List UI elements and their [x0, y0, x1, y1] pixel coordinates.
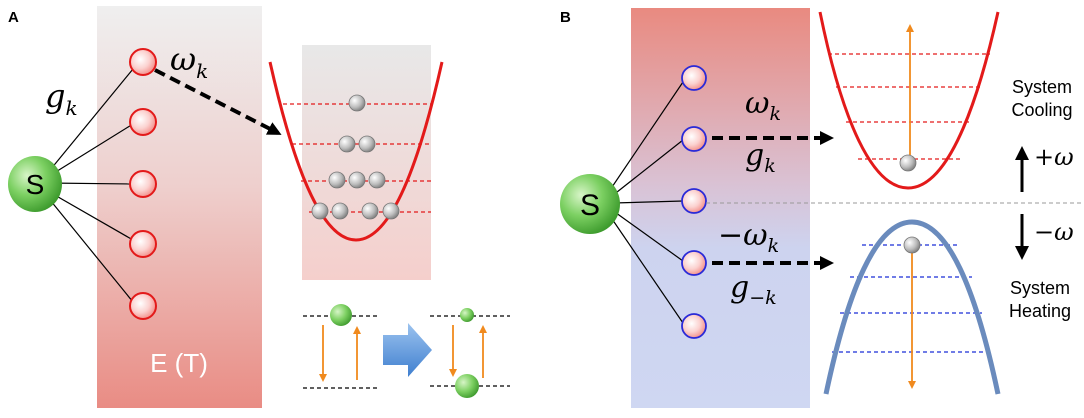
- cooling-label-line2: Cooling: [1011, 100, 1072, 120]
- phonon: [338, 135, 356, 153]
- coupling-lines-b: [609, 81, 684, 324]
- lower-levels: [832, 244, 990, 353]
- oscillator-modes-b: [681, 65, 707, 339]
- upper-phonon: [899, 154, 917, 172]
- oscillator-mode: [681, 313, 707, 339]
- population-ball-small: [460, 308, 474, 322]
- positive-frequency-label: ωk: [745, 86, 781, 125]
- system-node-b: [560, 174, 620, 234]
- positive-coupling-label: gk: [745, 138, 776, 177]
- lower-phonon: [903, 236, 921, 254]
- phonon: [331, 202, 349, 220]
- coupling-label: gk: [45, 77, 78, 120]
- plus-omega-label: +ω: [1034, 143, 1074, 171]
- phonon: [358, 135, 376, 153]
- oscillator-mode: [129, 170, 157, 198]
- oscillator-mode: [129, 48, 157, 76]
- upper-levels: [828, 53, 990, 160]
- cooling-label-line1: System: [1012, 77, 1072, 97]
- potential-box: [302, 45, 431, 280]
- oscillator-mode: [681, 250, 707, 276]
- environment-label: E (T): [150, 348, 208, 378]
- two-level-before: [303, 304, 378, 389]
- negative-frequency-label: −ωk: [718, 218, 779, 257]
- phonon: [361, 202, 379, 220]
- phonon: [382, 202, 400, 220]
- panel-a-label: A: [8, 9, 19, 26]
- mapping-arrow: [154, 68, 282, 135]
- heating-label-line2: Heating: [1009, 301, 1071, 321]
- oscillator-mode: [681, 65, 707, 91]
- phonon: [368, 171, 386, 189]
- environment-region-b: [631, 8, 810, 408]
- population-ball-large: [455, 374, 479, 398]
- phonon: [328, 171, 346, 189]
- heating-label-line1: System: [1010, 278, 1070, 298]
- frequency-label: ωk: [170, 40, 208, 83]
- lower-potential: [823, 219, 1001, 395]
- system-label: S: [26, 169, 45, 200]
- oscillator-modes: [129, 48, 157, 320]
- panel-b-label: B: [560, 9, 571, 26]
- harmonic-potential: [268, 61, 444, 242]
- oscillator-mode: [129, 108, 157, 136]
- negative-coupling-label: g−k: [730, 270, 777, 309]
- oscillator-mode: [681, 126, 707, 152]
- phonon: [348, 94, 366, 112]
- system-label-b: S: [580, 189, 600, 222]
- oscillator-mode: [129, 230, 157, 258]
- population-ball: [330, 304, 352, 326]
- upper-potential: [818, 11, 1000, 190]
- minus-omega-label: −ω: [1034, 218, 1074, 246]
- oscillator-mode: [129, 292, 157, 320]
- system-node: [8, 156, 62, 212]
- phonon: [311, 202, 329, 220]
- two-level-after: [430, 308, 510, 398]
- oscillator-mode: [681, 188, 707, 214]
- transition-arrow: [383, 323, 432, 377]
- environment-region: [97, 6, 262, 408]
- phonon-occupation: [311, 94, 400, 220]
- phonon: [348, 171, 366, 189]
